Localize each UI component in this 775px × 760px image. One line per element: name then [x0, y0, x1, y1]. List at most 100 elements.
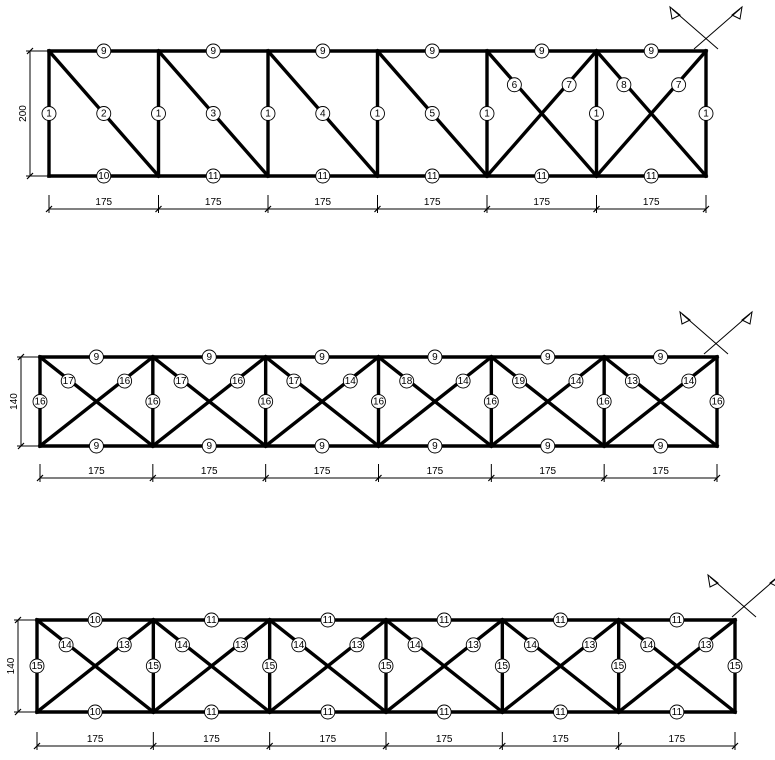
vertical-label: 15: [727, 658, 743, 674]
bottom-chord-label: 10: [96, 168, 112, 184]
member-label-text: 11: [439, 615, 450, 626]
span-dimension-text: 175: [88, 466, 105, 477]
member-label-circle: [41, 106, 57, 121]
dimension-tick: [487, 474, 495, 482]
height-dimension-text: 200: [18, 105, 29, 122]
diagonal-member: [616, 617, 738, 715]
diagonal-label: 14: [681, 373, 697, 389]
member-label-circle: [506, 77, 522, 93]
diagonal-label: 14: [174, 637, 190, 653]
member-label-circle: [709, 394, 725, 409]
dimension-tick: [702, 205, 710, 213]
diagonal-label: 17: [60, 373, 76, 389]
bottom-chord-label: 11: [315, 168, 331, 184]
top-chord-label: 11: [669, 612, 685, 628]
member-label-circle: [60, 373, 76, 389]
member-label-text: 9: [432, 352, 438, 363]
member-label-circle: [540, 438, 556, 454]
vertical-label: 1: [589, 106, 604, 121]
member-label-circle: [427, 349, 443, 365]
member-label-text: 5: [429, 109, 435, 120]
vertical-label: 15: [262, 658, 278, 674]
diagonal-label: 13: [233, 637, 249, 653]
vertical-label: 1: [479, 106, 495, 121]
vertical-label: 16: [709, 394, 725, 409]
diagonal-label: 7: [561, 77, 577, 93]
vertical-label: 16: [371, 394, 386, 409]
member-label-text: 11: [323, 707, 334, 718]
member-label-text: 14: [293, 640, 305, 651]
member-label-text: 16: [119, 376, 131, 387]
top-chord-label: 9: [314, 349, 330, 365]
member-label-circle: [314, 349, 330, 365]
top-chord-label: 9: [653, 349, 669, 365]
member-label-text: 7: [676, 80, 682, 91]
vertical-label: 16: [258, 394, 274, 409]
bottom-chord-label: 9: [88, 438, 104, 454]
bottom-chord-label: 9: [540, 438, 556, 454]
member-label-text: 11: [646, 171, 657, 182]
member-label-circle: [553, 704, 568, 720]
diagonal-label: 14: [523, 637, 539, 653]
member-label-circle: [32, 394, 48, 409]
member-label-circle: [568, 373, 584, 389]
member-label-text: 1: [594, 109, 600, 120]
member-label-text: 13: [351, 640, 363, 651]
member-label-circle: [58, 637, 74, 653]
member-label-circle: [512, 373, 527, 389]
member-label-text: 9: [545, 441, 551, 452]
dimension-tick: [262, 474, 270, 482]
member-label-circle: [427, 438, 443, 454]
bottom-chord-label: 9: [427, 438, 443, 454]
diagonal-member: [267, 617, 389, 715]
view-arrow-icon: [707, 573, 775, 618]
bottom-chord-label: 11: [534, 168, 550, 184]
top-chord-label: 9: [424, 43, 440, 59]
diagonal-label: 13: [465, 637, 481, 653]
bottom-chord-label: 11: [204, 704, 219, 720]
member-label-text: 11: [537, 171, 548, 182]
dimension-tick: [374, 205, 381, 213]
span-dimension-text: 175: [668, 734, 685, 745]
member-label-circle: [523, 637, 539, 653]
member-label-circle: [314, 438, 330, 454]
member-label-circle: [424, 168, 440, 184]
top-chord-label: 9: [427, 349, 443, 365]
member-label-text: 11: [427, 171, 438, 182]
member-label-text: 9: [545, 352, 551, 363]
diagonal-label: 14: [291, 637, 307, 653]
member-label-text: 18: [401, 376, 413, 387]
dimension-tick: [26, 47, 34, 55]
member-label-text: 14: [683, 376, 695, 387]
diagonal-label: 8: [616, 77, 632, 93]
member-label-text: 15: [613, 661, 625, 672]
span-dimension-text: 175: [552, 734, 569, 745]
dimension-tick: [33, 742, 41, 750]
member-label-circle: [87, 612, 103, 628]
member-label-text: 9: [206, 352, 212, 363]
member-label-circle: [653, 438, 669, 454]
member-label-text: 1: [46, 109, 52, 120]
member-label-text: 9: [658, 441, 664, 452]
member-label-circle: [378, 658, 394, 674]
member-label-circle: [640, 637, 656, 653]
member-label-circle: [87, 704, 103, 720]
top-chord-label: 11: [553, 612, 568, 628]
diagonal-member: [499, 617, 622, 715]
member-label-circle: [291, 637, 307, 653]
span-dimension-text: 175: [314, 466, 331, 477]
member-label-text: 19: [514, 376, 526, 387]
member-label-text: 11: [323, 615, 334, 626]
dimension-tick: [600, 474, 608, 482]
member-label-text: 10: [90, 615, 102, 626]
dimension-tick: [266, 742, 274, 750]
diagonal-member: [376, 354, 494, 449]
member-label-circle: [624, 373, 640, 389]
member-label-text: 9: [539, 46, 545, 57]
member-label-circle: [342, 373, 358, 389]
vertical-label: 16: [596, 394, 612, 409]
member-label-text: 17: [63, 376, 75, 387]
